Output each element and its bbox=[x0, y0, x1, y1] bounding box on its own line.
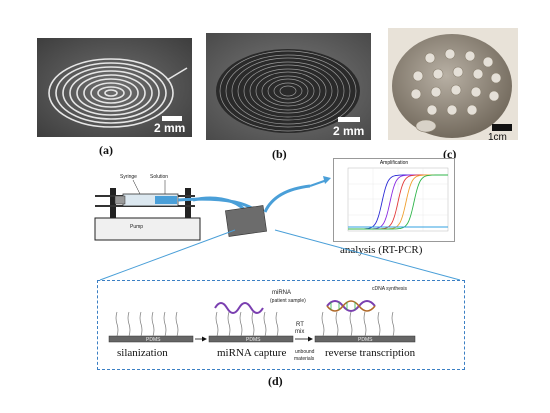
scale-label-b: 2 mm bbox=[333, 124, 365, 138]
step-label-silanization: silanization bbox=[117, 347, 168, 359]
substrate-label-1: PDMS bbox=[146, 337, 161, 343]
panel-label-d: (d) bbox=[268, 374, 283, 388]
panel-label-a: (a) bbox=[99, 143, 113, 157]
mirna-note: miRNA bbox=[272, 290, 291, 296]
photo-c: 1cm bbox=[388, 28, 518, 143]
scale-label-c: 1cm bbox=[488, 132, 507, 143]
amplification-curve bbox=[348, 174, 448, 230]
scale-label-a: 2 mm bbox=[154, 121, 186, 135]
workflow-diagram bbox=[108, 300, 416, 343]
unbound-label-2: materials bbox=[294, 356, 315, 362]
mirna-note-sub: (patient sample) bbox=[270, 298, 306, 304]
pump-label: Pump bbox=[130, 224, 144, 230]
step-label-reverse-transcription: reverse transcription bbox=[325, 347, 416, 359]
photo-a: 2 mm bbox=[37, 38, 192, 137]
substrate-label-3: PDMS bbox=[358, 337, 373, 343]
spiral-channel-image bbox=[37, 38, 192, 137]
panel-label-b: (b) bbox=[272, 147, 287, 161]
step-label-mirna-capture: miRNA capture bbox=[217, 347, 287, 359]
substrate-label-2: PDMS bbox=[246, 337, 261, 343]
rt-mix-label-1: RT bbox=[296, 322, 304, 328]
panel-label-c: (c) bbox=[443, 147, 457, 161]
syringe-label: Syringe bbox=[120, 174, 137, 180]
zoom-lines bbox=[99, 229, 461, 281]
pump-setup-diagram bbox=[94, 176, 331, 241]
pcr-plot: Amplification bbox=[333, 158, 455, 242]
solution-label: Solution bbox=[150, 174, 169, 180]
cdna-note: cDNA synthesis bbox=[372, 286, 408, 292]
unbound-label-1: unbound bbox=[295, 349, 315, 355]
workflow-box bbox=[97, 280, 465, 370]
amplification-curves bbox=[347, 167, 449, 232]
pcr-plot-title: Amplification bbox=[379, 160, 409, 166]
rt-mix-label-2: mix bbox=[295, 329, 305, 335]
photo-b: 2 mm bbox=[206, 33, 371, 140]
mirna-strand bbox=[214, 302, 264, 314]
dense-spiral-image bbox=[206, 33, 371, 140]
wafer-array-image bbox=[388, 28, 518, 140]
